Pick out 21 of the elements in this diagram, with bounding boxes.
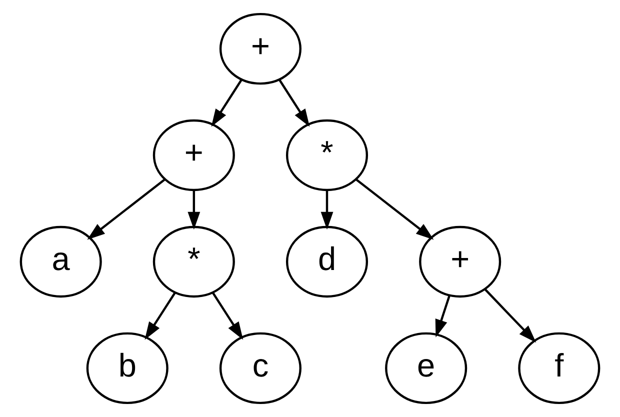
node-ellipse: b bbox=[86, 332, 168, 404]
node-ellipse: * bbox=[152, 226, 235, 298]
arrow bbox=[188, 190, 200, 230]
node-ellipse: + bbox=[152, 119, 235, 192]
arrow bbox=[144, 292, 176, 340]
node-ellipse: d bbox=[286, 226, 368, 298]
node-ellipse: + bbox=[219, 12, 302, 85]
arrow bbox=[278, 79, 310, 127]
node-ellipse: e bbox=[385, 332, 468, 404]
node-ellipse: + bbox=[419, 226, 502, 298]
arrow bbox=[484, 288, 536, 343]
arrow bbox=[435, 295, 451, 338]
arrow bbox=[212, 292, 244, 340]
arrow bbox=[211, 79, 243, 127]
arrow bbox=[87, 178, 166, 240]
node-ellipse: c bbox=[219, 332, 302, 404]
arrow bbox=[356, 178, 434, 240]
node-ellipse: f bbox=[518, 332, 600, 404]
node-ellipse: a bbox=[20, 226, 102, 298]
arrow bbox=[320, 190, 334, 230]
node-ellipse: * bbox=[286, 119, 368, 192]
